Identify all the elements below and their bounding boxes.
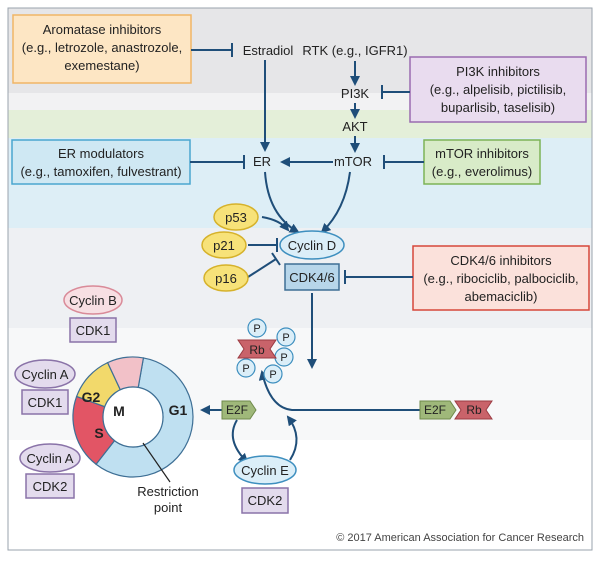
p16-node: p16 — [203, 264, 249, 292]
phase-m-label: M — [113, 403, 125, 419]
phospho-label: P — [242, 363, 249, 375]
rb-phospho-complex: P P P P P Rb — [236, 318, 296, 384]
pathway-connectors — [190, 43, 424, 464]
aromatase-line-1: Aromatase inhibitors — [43, 22, 162, 37]
cyclin-b-label: Cyclin B — [69, 293, 117, 308]
pi3k-inh-line-3: buparlisib, taselisib) — [441, 100, 555, 115]
pi3k-inhibitors-box: PI3K inhibitors (e.g., alpelisib, pictil… — [409, 56, 587, 123]
mtor-inhibitors-box: mTOR inhibitors (e.g., everolimus) — [423, 139, 541, 185]
restriction-line-2: point — [154, 500, 183, 515]
restriction-pointer — [142, 442, 171, 483]
p16-label: p16 — [215, 271, 237, 286]
cyclin-b-complex: Cyclin B CDK1 — [63, 285, 123, 343]
outer-border — [7, 7, 593, 551]
phospho-label: P — [253, 323, 260, 335]
phospho-label: P — [269, 369, 276, 381]
rtk-label: RTK (e.g., IGFR1) — [302, 43, 407, 58]
phospho-label: P — [280, 352, 287, 364]
estradiol-label: Estradiol — [243, 43, 294, 58]
phospho-label: P — [282, 332, 289, 344]
cdk1-b-label: CDK1 — [76, 323, 111, 338]
e2f-bound-label: E2F — [424, 403, 446, 417]
cdk46-label: CDK4/6 — [289, 270, 335, 285]
p53-label: p53 — [225, 210, 247, 225]
cdk2-e-label: CDK2 — [248, 493, 283, 508]
cdk46-inhibitors-box: CDK4/6 inhibitors (e.g., ribociclib, pal… — [412, 245, 590, 311]
phase-g1-label: G1 — [169, 402, 188, 418]
e2f-free: E2F — [221, 400, 257, 420]
er-label: ER — [253, 154, 271, 169]
restriction-line-1: Restriction — [137, 484, 198, 499]
cyclin-d-label: Cyclin D — [288, 238, 336, 253]
phase-s-label: S — [94, 425, 103, 441]
cyclin-a1-label: Cyclin A — [22, 367, 69, 382]
mtor-label: mTOR — [334, 154, 372, 169]
cyclin-e-complex: Cyclin E CDK2 — [233, 455, 297, 514]
cyclin-d-complex: Cyclin D CDK4/6 — [279, 230, 345, 291]
e2f-rb-complex: E2F Rb — [419, 400, 493, 420]
er-mod-line-2: (e.g., tamoxifen, fulvestrant) — [20, 164, 181, 179]
cdk1-a-label: CDK1 — [28, 395, 63, 410]
cyclin-a-cdk2-complex: Cyclin A CDK2 — [19, 443, 81, 499]
aromatase-line-3: exemestane) — [64, 58, 139, 73]
pi3k-label: PI3K — [341, 86, 370, 101]
cdk2-a-label: CDK2 — [33, 479, 68, 494]
cyclin-a-cdk1-complex: Cyclin A CDK1 — [14, 359, 76, 415]
aromatase-line-2: (e.g., letrozole, anastrozole, — [22, 40, 182, 55]
p21-label: p21 — [213, 238, 235, 253]
er-mod-line-1: ER modulators — [58, 146, 144, 161]
e2f-free-label: E2F — [226, 403, 248, 417]
pi3k-inh-line-1: PI3K inhibitors — [456, 64, 540, 79]
copyright-notice: © 2017 American Association for Cancer R… — [336, 532, 584, 544]
cdk-inh-line-2: (e.g., ribociclib, palbociclib, — [423, 271, 578, 286]
mtor-inh-line-2: (e.g., everolimus) — [432, 164, 532, 179]
phase-g2-label: G2 — [82, 389, 101, 405]
pi3k-inh-line-2: (e.g., alpelisib, pictilisib, — [430, 82, 567, 97]
rb-bound-label: Rb — [466, 403, 482, 417]
p21-node: p21 — [201, 231, 247, 259]
mtor-inh-line-1: mTOR inhibitors — [435, 146, 529, 161]
er-modulators-box: ER modulators (e.g., tamoxifen, fulvestr… — [11, 139, 191, 185]
rb-phospho-label: Rb — [249, 343, 265, 357]
cell-cycle-wheel — [72, 356, 194, 478]
p53-node: p53 — [213, 203, 259, 231]
cyclin-e-label: Cyclin E — [241, 463, 289, 478]
akt-label: AKT — [342, 119, 367, 134]
cdk-inh-line-1: CDK4/6 inhibitors — [450, 253, 552, 268]
aromatase-inhibitors-box: Aromatase inhibitors (e.g., letrozole, a… — [12, 14, 192, 84]
cycle-center — [102, 386, 164, 448]
cdk-inh-line-3: abemaciclib) — [465, 289, 538, 304]
cyclin-a2-label: Cyclin A — [27, 451, 74, 466]
